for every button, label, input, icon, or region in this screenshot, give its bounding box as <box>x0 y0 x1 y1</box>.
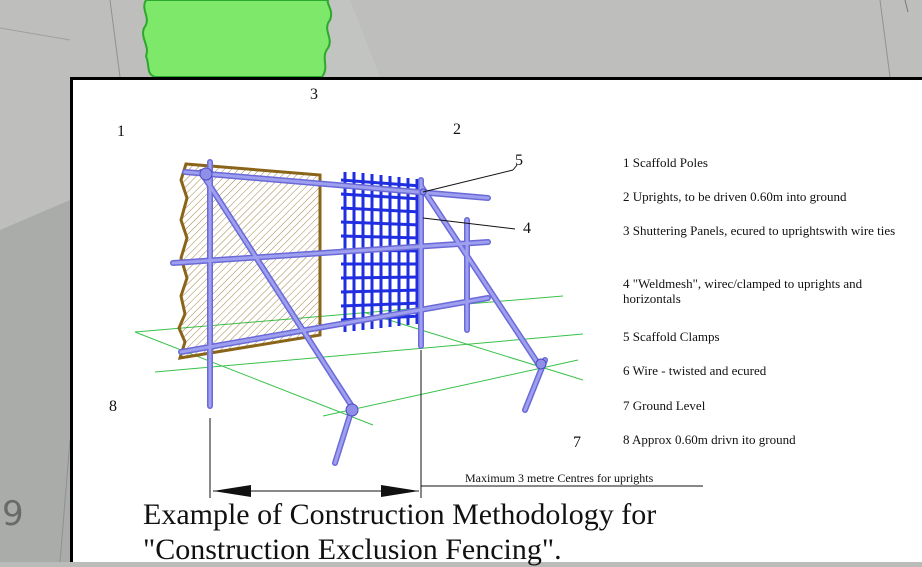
legend-item-2: 2 Uprights, to be driven 0.60m into grou… <box>623 189 847 204</box>
label-number-1: 1 <box>117 123 125 140</box>
label-number-3: 3 <box>310 86 318 103</box>
legend-item-4: 4 "Weldmesh", wirec/clamped to uprights … <box>623 276 863 306</box>
scaffold-clamps <box>199 167 547 417</box>
dimension-arrow <box>213 485 419 497</box>
legend-item-7: 7 Ground Level <box>623 398 706 413</box>
label-number-2: 2 <box>453 121 461 138</box>
label-number-4: 4 <box>523 220 531 237</box>
legend-item-1: 1 Scaffold Poles <box>623 155 708 170</box>
diagram-caption: Example of Construction Methodology for … <box>143 497 656 567</box>
legend-item-6: 6 Wire - twisted and ecured <box>623 363 767 378</box>
fence-diagram <box>134 159 703 498</box>
dimension-label: Maximum 3 metre Centres for uprights <box>465 471 654 485</box>
label-number-7: 7 <box>573 434 581 451</box>
leader-lines <box>209 164 703 498</box>
legend-item-5: 5 Scaffold Clamps <box>623 329 720 344</box>
shuttering-panel <box>177 162 322 360</box>
caption-line-2: "Construction Exclusion Fencing". <box>143 533 562 566</box>
legend-item-8: 8 Approx 0.60m drivn ito ground <box>623 432 796 447</box>
page-number: 9 <box>2 494 24 534</box>
legend-item-3: 3 Shuttering Panels, ecured to uprightsw… <box>623 223 896 238</box>
caption-line-1: Example of Construction Methodology for <box>143 498 657 531</box>
scaffold-poles-fill <box>171 160 547 465</box>
methodology-sheet: 3 1 2 5 4 8 7 1 Scaffold Poles 2 Upright… <box>70 77 922 566</box>
label-number-5: 5 <box>515 152 523 169</box>
label-number-8: 8 <box>109 398 117 415</box>
tree-canopy <box>142 0 333 78</box>
